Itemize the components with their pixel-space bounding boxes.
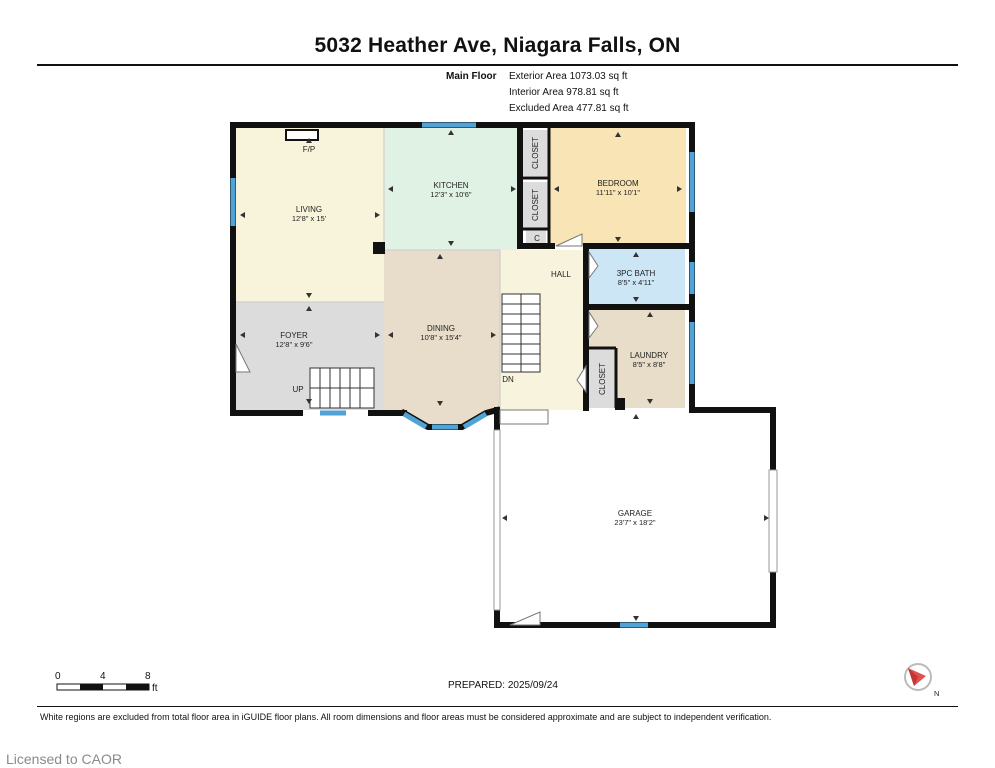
bedroom-label: BEDROOM [597,179,639,188]
closet3-label: CLOSET [598,363,607,395]
kitchen-label: KITCHEN [433,181,468,190]
bedroom-fill [550,128,686,246]
bath-dims: 8'5" x 4'11" [618,278,655,287]
floor-label: Main Floor [446,71,497,82]
bath-fill [589,249,685,306]
laundry-label: LAUNDRY [630,351,669,360]
closet1-label: CLOSET [531,137,540,169]
closet2-fill [522,182,548,228]
interior-area: Interior Area 978.81 sq ft [509,87,619,98]
garage-door [493,429,778,611]
dimension-markers [240,130,769,621]
foyer-label: FOYER [280,331,308,340]
stairs-down-label: DN [502,375,514,384]
excluded-area: Excluded Area 477.81 sq ft [509,103,629,114]
disclaimer: White regions are excluded from total fl… [40,712,772,722]
corner-post [615,398,625,410]
interior-walls [236,128,501,410]
dining-label: DINING [427,324,455,333]
scale-label-8: 8 [145,671,151,682]
c-closet-label: C [534,234,540,243]
fireplace-label: F/P [303,145,315,154]
plan-title: 5032 Heather Ave, Niagara Falls, ON [314,34,681,57]
header-rule [37,64,958,66]
kitchen-fill [384,128,519,250]
exterior-area: Exterior Area 1073.03 sq ft [509,71,628,82]
column [373,242,385,254]
closet3-fill [589,350,615,407]
stairs [285,129,541,409]
compass-label: N [934,689,939,698]
scale-label-4: 4 [100,671,106,682]
kitchen-dims: 12'3" x 10'6" [430,190,471,199]
bath-label: 3PC BATH [617,269,656,278]
living-label: LIVING [296,205,322,214]
stairs-up-label: UP [292,385,303,394]
hall-label: HALL [551,270,572,279]
room-labels: LIVING 12'8" x 15' F/P KITCHEN 12'3" x 1… [276,137,669,527]
laundry-dims: 8'5" x 8'8" [633,360,666,369]
closet2-label: CLOSET [531,189,540,221]
garage-dims: 23'7" x 18'2" [614,518,655,527]
closet1-fill [522,130,548,176]
compass-icon: N [904,663,939,698]
scale-bar [56,683,150,691]
footer-rule [37,706,958,707]
doors [235,233,599,626]
foyer-dims: 12'8" x 9'6" [276,340,313,349]
bedroom-dims: 11'11" x 10'1" [596,188,641,197]
living-dims: 12'8" x 15' [292,214,327,223]
prepared-date: PREPARED: 2025/09/24 [448,680,558,691]
license-watermark: Licensed to CAOR [6,751,122,767]
scale-label-0: 0 [55,671,61,682]
dining-fill [384,250,500,425]
windows [230,122,695,628]
scale-unit: ft [152,683,158,694]
dining-dims: 10'8" x 15'4" [420,333,461,342]
living-fill [236,128,384,302]
garage-label: GARAGE [618,509,652,518]
